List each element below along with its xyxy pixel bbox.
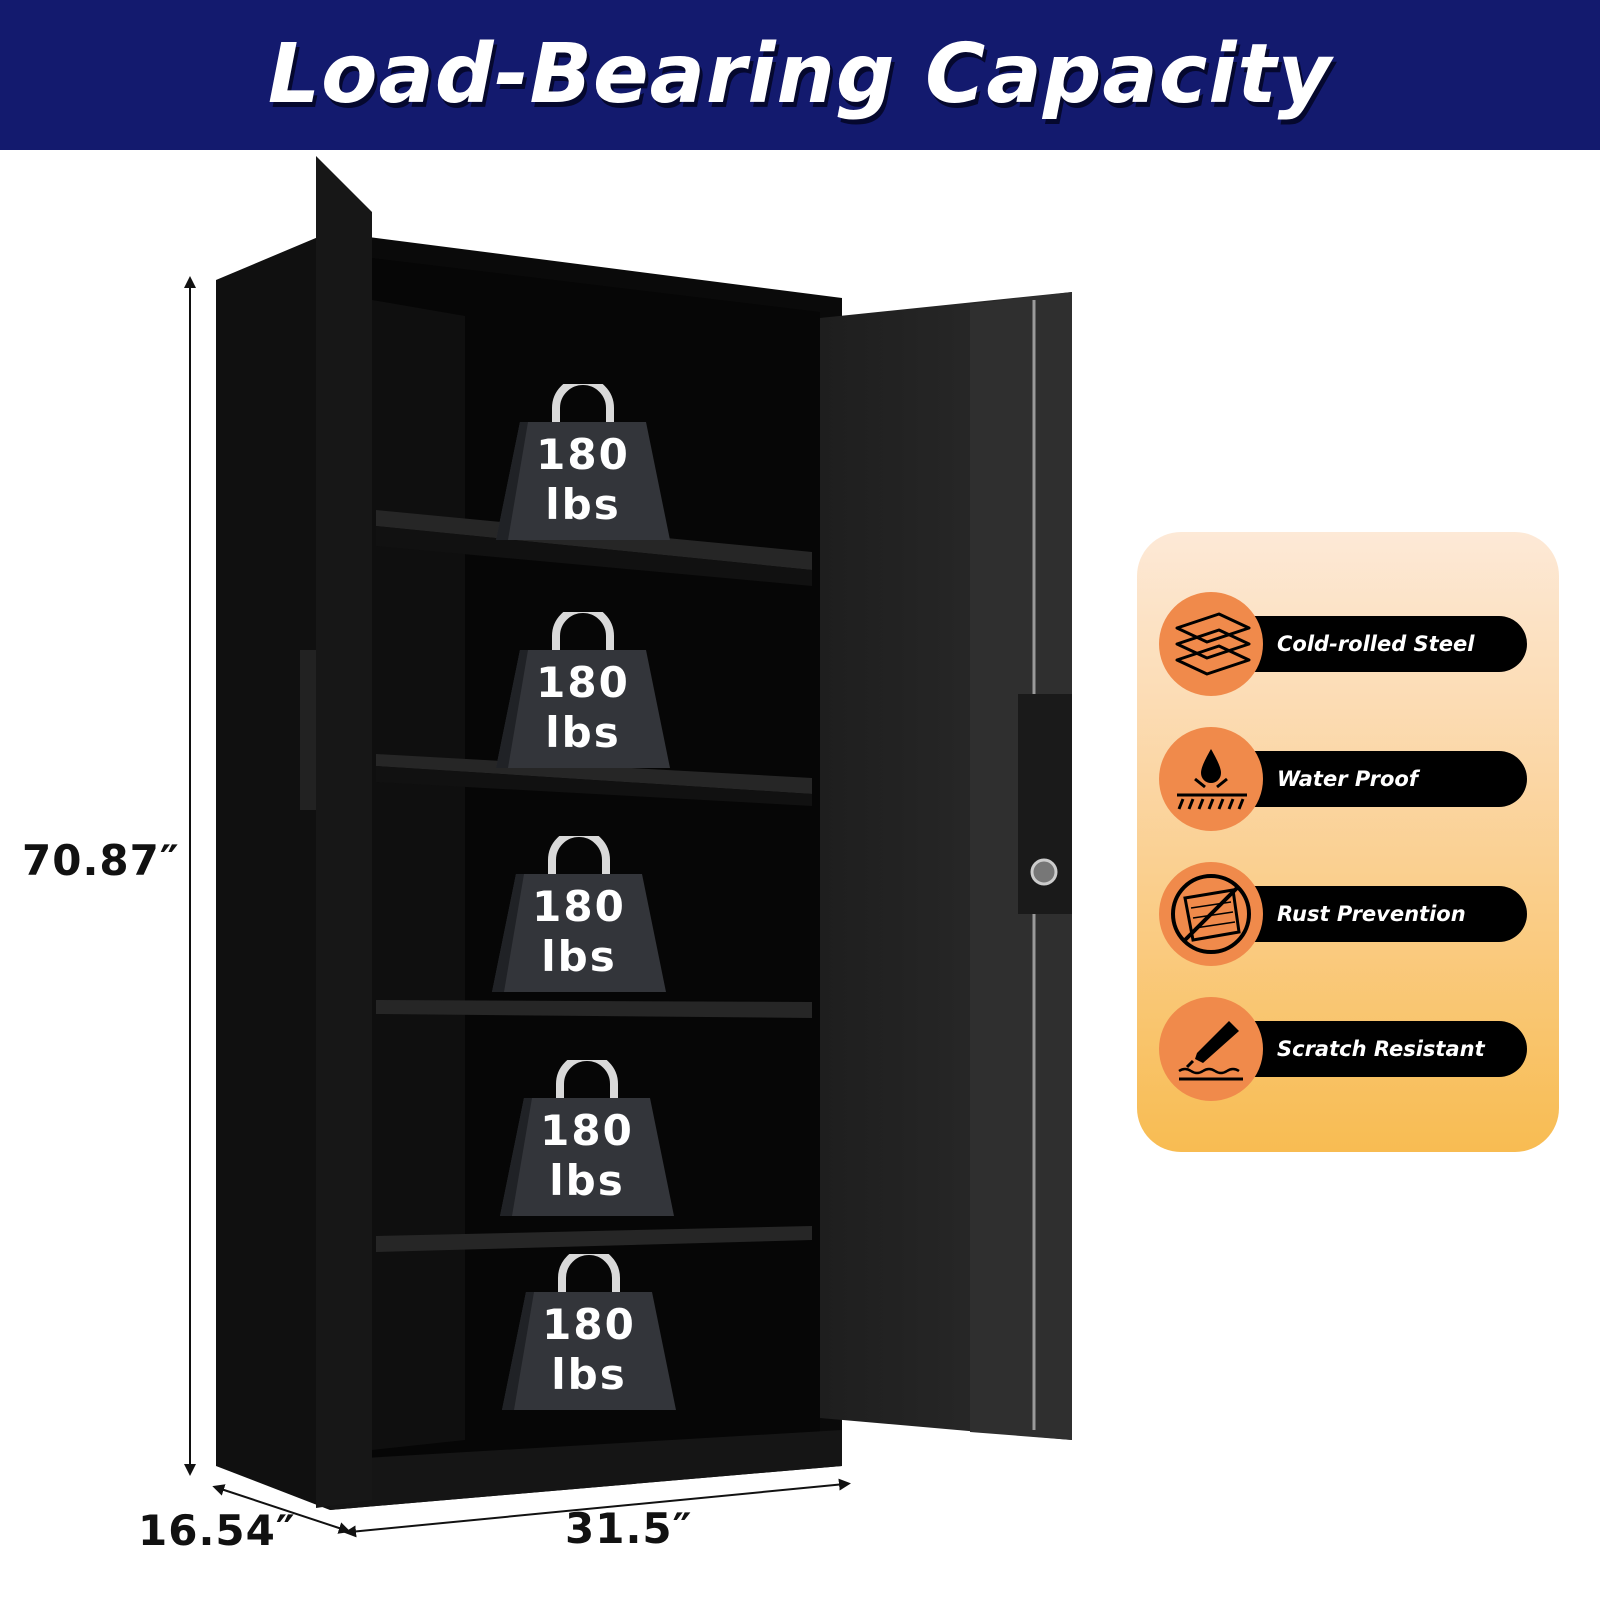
- weight-unit: lbs: [545, 480, 621, 529]
- kettlebell-icon: [496, 384, 670, 540]
- page-title: Load-Bearing Capacity: [267, 27, 1333, 122]
- weight-unit: lbs: [541, 932, 617, 981]
- weight-unit: lbs: [549, 1156, 625, 1205]
- feature-label: Scratch Resistant: [1277, 1037, 1485, 1061]
- feature-label: Rust Prevention: [1277, 902, 1466, 926]
- feature-label: Cold-rolled Steel: [1277, 632, 1475, 656]
- kettlebell-icon: [496, 612, 670, 768]
- depth-dimension-line: [212, 1484, 351, 1534]
- weight-unit: lbs: [545, 708, 621, 757]
- features-panel: Cold-rolled Steel Water Proof: [1137, 532, 1559, 1152]
- weight-value: 180: [540, 1106, 634, 1155]
- feature-water-proof: Water Proof: [1159, 727, 1531, 831]
- feature-label: Water Proof: [1277, 767, 1418, 791]
- kettlebell-icon: [492, 836, 666, 992]
- weight-value: 180: [542, 1300, 636, 1349]
- feature-rust-prevention: Rust Prevention: [1159, 862, 1531, 966]
- weight-value: 180: [532, 882, 626, 931]
- header-banner: Load-Bearing Capacity: [0, 0, 1600, 150]
- left-door-edge: [316, 156, 372, 1508]
- kettlebell-icon: [502, 1254, 676, 1410]
- cabinet-side-panel: [216, 232, 330, 1510]
- kettlebell-icon: [500, 1060, 674, 1216]
- weight-value: 180: [536, 658, 630, 707]
- door-lock-icon: [1030, 858, 1058, 886]
- no-rust-icon: [1159, 862, 1263, 966]
- cabinet-illustration: [184, 156, 1072, 1538]
- shelves: [376, 510, 812, 1252]
- steel-layers-icon: [1159, 592, 1263, 696]
- height-dimension-label: 70.87″: [22, 836, 180, 885]
- weight-value: 180: [536, 430, 630, 479]
- feature-scratch-resistant: Scratch Resistant: [1159, 997, 1531, 1101]
- water-drop-icon: [1159, 727, 1263, 831]
- width-dimension-label: 31.5″: [565, 1504, 693, 1553]
- feature-cold-rolled-steel: Cold-rolled Steel: [1159, 592, 1531, 696]
- width-dimension-line: [344, 1478, 851, 1538]
- cabinet-base: [330, 1430, 842, 1510]
- depth-dimension-label: 16.54″: [138, 1506, 296, 1555]
- weight-unit: lbs: [551, 1350, 627, 1399]
- scratch-blade-icon: [1159, 997, 1263, 1101]
